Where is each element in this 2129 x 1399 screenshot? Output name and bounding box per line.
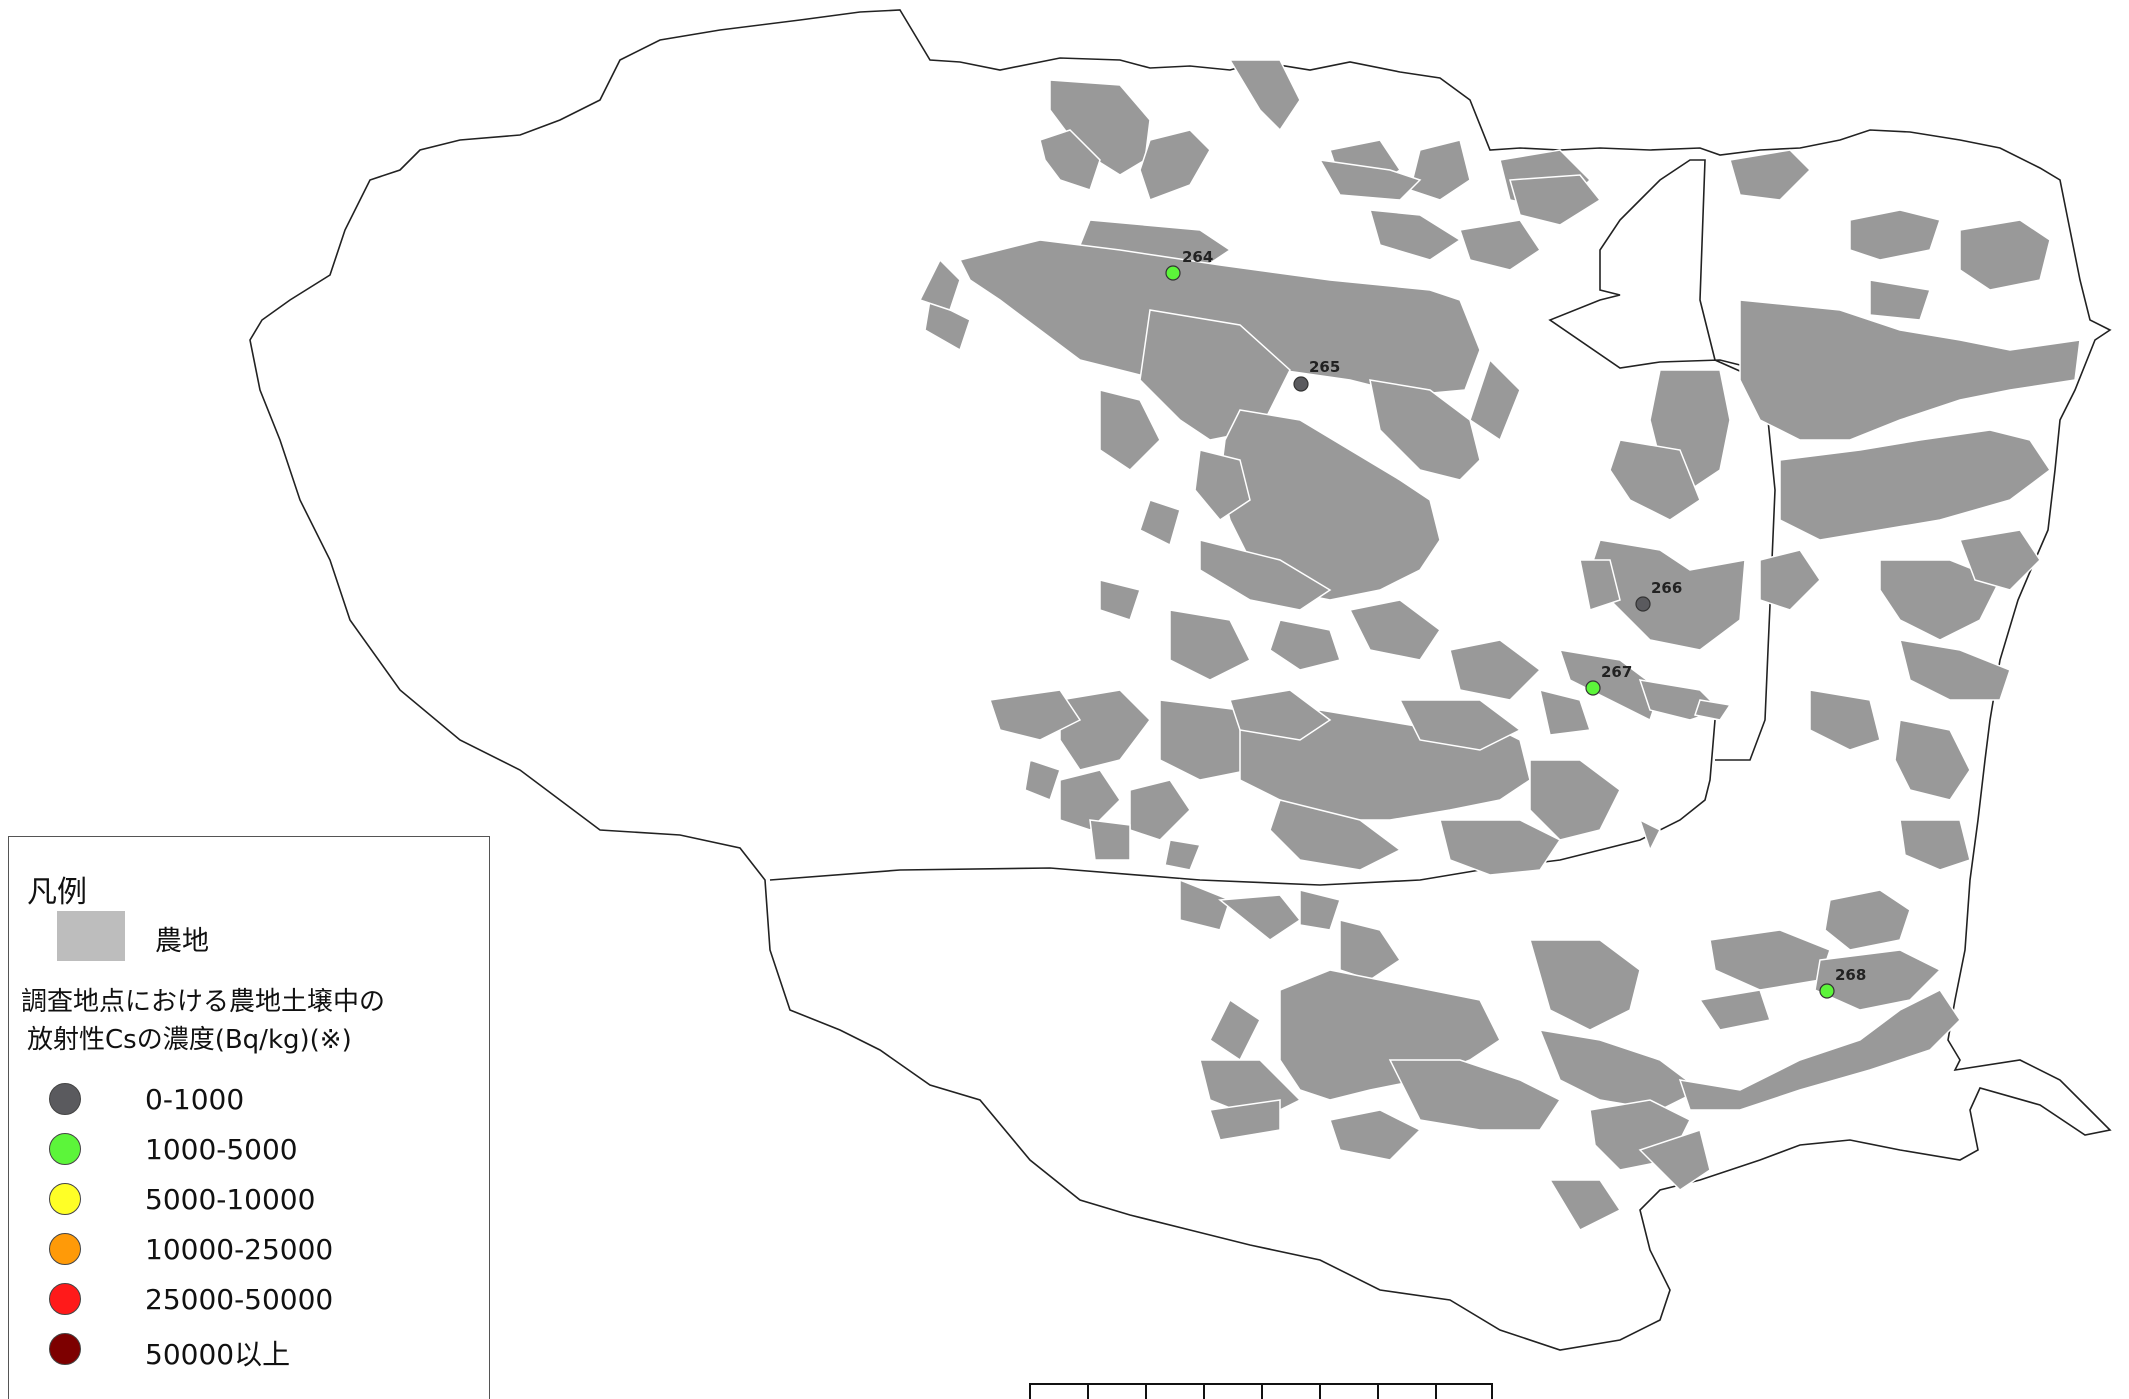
survey-point-label: 268 [1835,966,1866,984]
farmland-label: 農地 [155,926,209,957]
farmland-swatch [57,911,125,961]
legend-range-label: 5000-10000 [145,1183,316,1216]
survey-point-label: 264 [1182,248,1213,266]
legend-swatch-dot [49,1283,81,1315]
municipal-boundary [249,9,2112,1351]
map-legend: 凡例 農地 調査地点における農地土壌中の 放射性Csの濃度(Bq/kg)(※) … [8,836,490,1399]
legend-subtitle-line1: 調査地点における農地土壌中の [21,987,386,1017]
survey-point-266[interactable] [1635,596,1651,612]
scale-bar [1029,1383,1493,1399]
legend-swatch-dot [49,1083,81,1115]
legend-range-label: 1000-5000 [145,1133,298,1166]
survey-point-label: 265 [1309,358,1340,376]
legend-subtitle-line2: 放射性Csの濃度(Bq/kg)(※) [27,1025,352,1055]
survey-point-264[interactable] [1165,265,1181,281]
legend-range-label: 50000以上 [145,1338,291,1371]
farmland-layer [918,59,2081,1231]
survey-point-267[interactable] [1585,680,1601,696]
legend-item: 1000-5000 [49,1133,469,1173]
legend-swatch-dot [49,1333,81,1365]
survey-point-label: 266 [1651,579,1682,597]
legend-range-label: 25000-50000 [145,1283,334,1316]
legend-item: 5000-10000 [49,1183,469,1223]
legend-range-label: 10000-25000 [145,1233,334,1266]
legend-item: 10000-25000 [49,1233,469,1273]
legend-title: 凡例 [27,875,87,910]
legend-swatch-dot [49,1183,81,1215]
survey-point-265[interactable] [1293,376,1309,392]
legend-swatch-dot [49,1233,81,1265]
legend-item: 50000以上 [49,1333,469,1373]
legend-range-label: 0-1000 [145,1083,245,1116]
survey-point-268[interactable] [1819,983,1835,999]
legend-item: 25000-50000 [49,1283,469,1323]
legend-item: 0-1000 [49,1083,469,1123]
survey-point-label: 267 [1601,663,1632,681]
legend-swatch-dot [49,1133,81,1165]
survey-points: 264 265 266 267 268 [1165,248,1866,999]
